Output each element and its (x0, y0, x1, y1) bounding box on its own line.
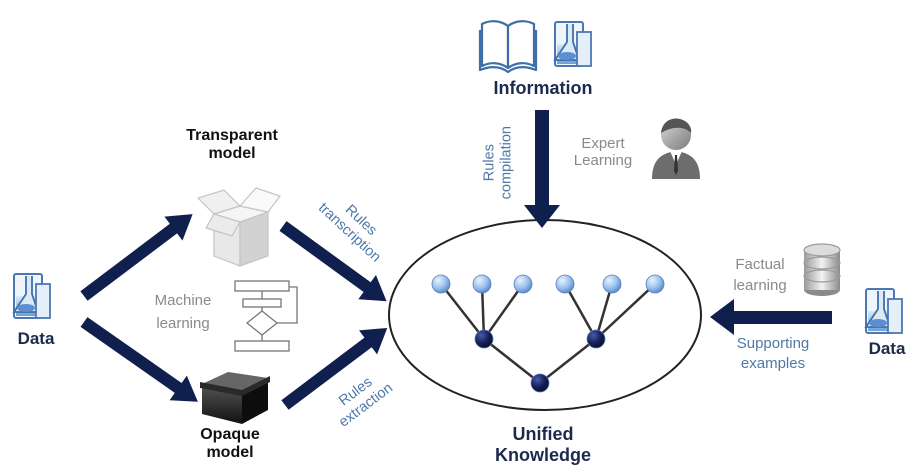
unified-knowledge-line2: Knowledge (494, 444, 591, 465)
machine-learning-line1: Machine (154, 292, 212, 309)
tree-inner-node (474, 329, 494, 349)
information-label: Information (493, 78, 593, 98)
rules-compilation-label: Rules compilation (481, 113, 514, 213)
unified-knowledge-label: Unified Knowledge (478, 424, 608, 465)
arrow-rules-extraction (281, 327, 388, 410)
expert-learning-label: Expert Learning (563, 135, 643, 170)
lab-beaker-icon (12, 273, 51, 319)
person-bust-icon (652, 118, 700, 179)
machine-learning-label: Machine learning (140, 292, 226, 333)
transparent-model-label: Transparent model (172, 127, 292, 164)
data-left-label: Data (17, 329, 55, 348)
tree-inner-node (586, 329, 606, 349)
database-icon (803, 243, 841, 296)
flowchart-icon (234, 280, 298, 352)
unified-knowledge-line1: Unified (512, 424, 574, 444)
tree-leaf-node (602, 274, 622, 294)
opaque-model-line2: model (206, 444, 254, 462)
lab-beaker-icon (553, 21, 592, 67)
knowledge-tree-edges (440, 283, 656, 384)
arrow-rules-transcription (279, 221, 387, 302)
knowledge-tree-nodes (431, 274, 665, 393)
factual-learning-label: Factual learning (718, 256, 802, 295)
tree-root-node (530, 373, 550, 393)
machine-learning-line2: learning (156, 315, 210, 333)
arrow-data-to-transparent (80, 214, 193, 301)
arrow-data-to-opaque (80, 317, 198, 402)
arrow-factual-learning (710, 299, 832, 335)
opaque-model-label: Opaque model (180, 426, 280, 463)
arrow-rules-compilation (524, 110, 560, 228)
tree-leaf-node (513, 274, 533, 294)
transparent-model-line1: Transparent (186, 127, 278, 144)
tree-leaf-node (555, 274, 575, 294)
tree-leaf-node (645, 274, 665, 294)
supporting-examples-label: Supporting examples (718, 335, 828, 373)
closed-black-box-icon (200, 372, 270, 424)
open-white-box-icon (196, 187, 281, 267)
data-right-label: Data (868, 339, 906, 358)
supporting-line2: examples (740, 355, 806, 373)
flow-arrows (80, 110, 832, 410)
expert-line1: Expert (581, 135, 625, 152)
transparent-model-line2: model (208, 145, 256, 163)
opaque-model-line1: Opaque (200, 426, 260, 443)
rules-compilation-line1: Rules (481, 144, 498, 182)
open-book-icon (478, 20, 538, 74)
tree-leaf-node (472, 274, 492, 294)
tree-leaf-node (431, 274, 451, 294)
rules-compilation-line2: compilation (498, 126, 514, 200)
expert-line2: Learning (573, 152, 633, 170)
lab-beaker-icon (864, 288, 903, 334)
factual-line1: Factual (735, 256, 785, 273)
supporting-line1: Supporting (736, 335, 810, 352)
factual-line2: learning (733, 277, 787, 295)
